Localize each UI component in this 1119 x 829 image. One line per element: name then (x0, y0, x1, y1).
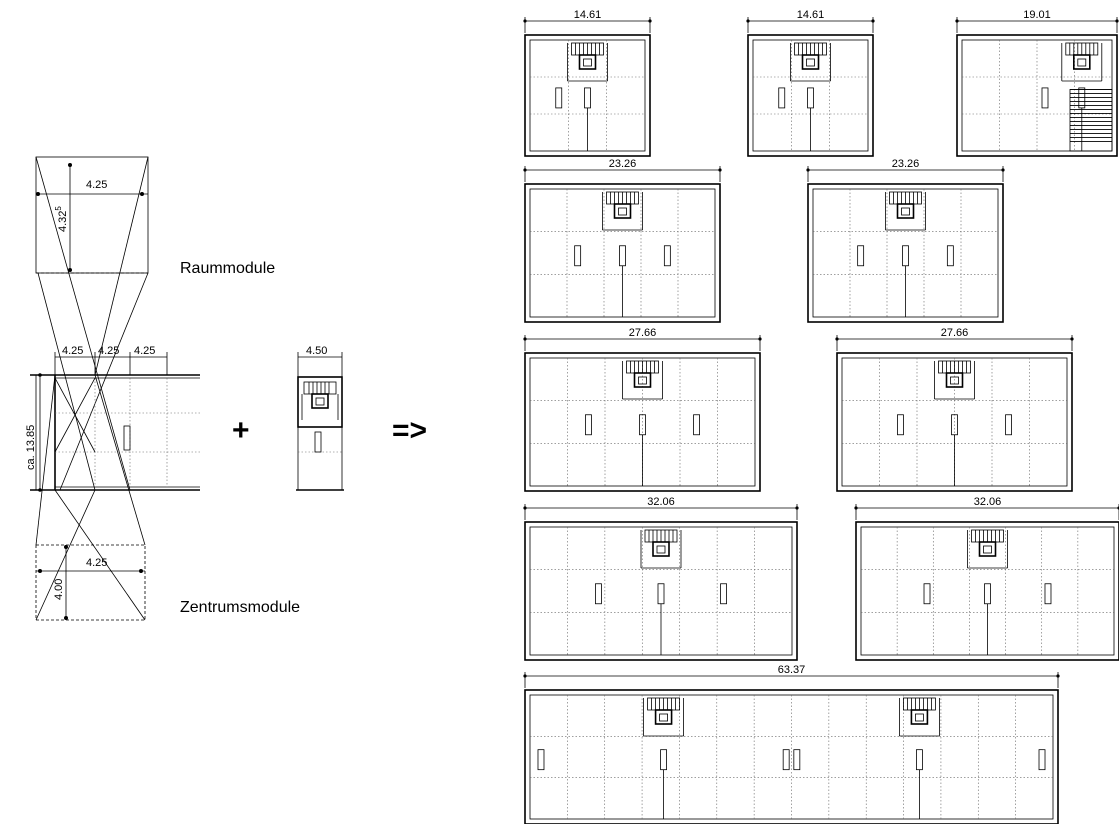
arrow-symbol: => (392, 414, 427, 447)
plan-outline (524, 34, 651, 157)
core-width-label: 4.50 (306, 345, 327, 357)
variant-width-label: 19.01 (1023, 9, 1051, 21)
variant-width-label: 23.26 (892, 158, 920, 170)
bay-1-label: 4.25 (62, 345, 83, 357)
variant-plan-9: 32.06 (854, 496, 1119, 661)
variant-plan-6: 27.66 (523, 327, 762, 492)
raum-height-label: 4.32 (57, 211, 69, 232)
zentrum-width-label: 4.25 (86, 557, 107, 569)
bay-3-label: 4.25 (134, 345, 155, 357)
plan-outline (956, 34, 1118, 157)
variant-width-label: 32.06 (647, 496, 675, 508)
variant-width-label: 27.66 (941, 327, 969, 339)
core-module: 4.50 (296, 345, 344, 491)
bay-2-label: 4.25 (98, 345, 119, 357)
variant-plan-7: 27.66 (835, 327, 1074, 492)
grid-module: 4.25 4.25 4.25 ca. 13.85 (25, 345, 200, 492)
svg-text:4.325: 4.325 (54, 206, 69, 232)
variant-width-label: 14.61 (574, 9, 602, 21)
variant-plan-1: 14.61 (523, 9, 652, 157)
variant-width-label: 32.06 (974, 496, 1002, 508)
plan-outline (524, 183, 721, 323)
variant-plan-4: 23.26 (523, 158, 722, 323)
plan-outline (855, 521, 1119, 661)
variant-width-label: 14.61 (797, 9, 825, 21)
zentrum-height-label: 4.00 (53, 579, 65, 600)
variant-width-label: 27.66 (629, 327, 657, 339)
variant-plan-5: 23.26 (806, 158, 1005, 323)
variant-plan-10: 63.37 (523, 664, 1060, 825)
connector-lines (35, 156, 149, 621)
variant-plan-2: 14.61 (746, 9, 875, 157)
raum-height-sup: 5 (54, 206, 63, 211)
variant-plan-3: 19.01 (955, 9, 1119, 157)
variant-plan-8: 32.06 (523, 496, 799, 661)
plan-outline (747, 34, 874, 157)
variant-width-label: 23.26 (609, 158, 637, 170)
depth-label: ca. 13.85 (25, 425, 37, 470)
plan-outline (524, 521, 798, 661)
zentrum-label: Zentrumsmodule (180, 599, 300, 616)
variant-plans: 14.61 14.61 19.01 23.26 23.26 27.66 27.66 32.06… (523, 9, 1119, 825)
plan-outline (524, 352, 761, 492)
raum-module: 4.25 4.325 (35, 156, 149, 274)
raum-width-label: 4.25 (86, 179, 107, 191)
plus-symbol: + (232, 414, 250, 447)
plan-outline (807, 183, 1004, 323)
raum-label: Raummodule (180, 260, 275, 277)
plan-outline (836, 352, 1073, 492)
variant-width-label: 63.37 (778, 664, 806, 676)
zentrum-module: 4.25 4.00 (35, 544, 146, 621)
